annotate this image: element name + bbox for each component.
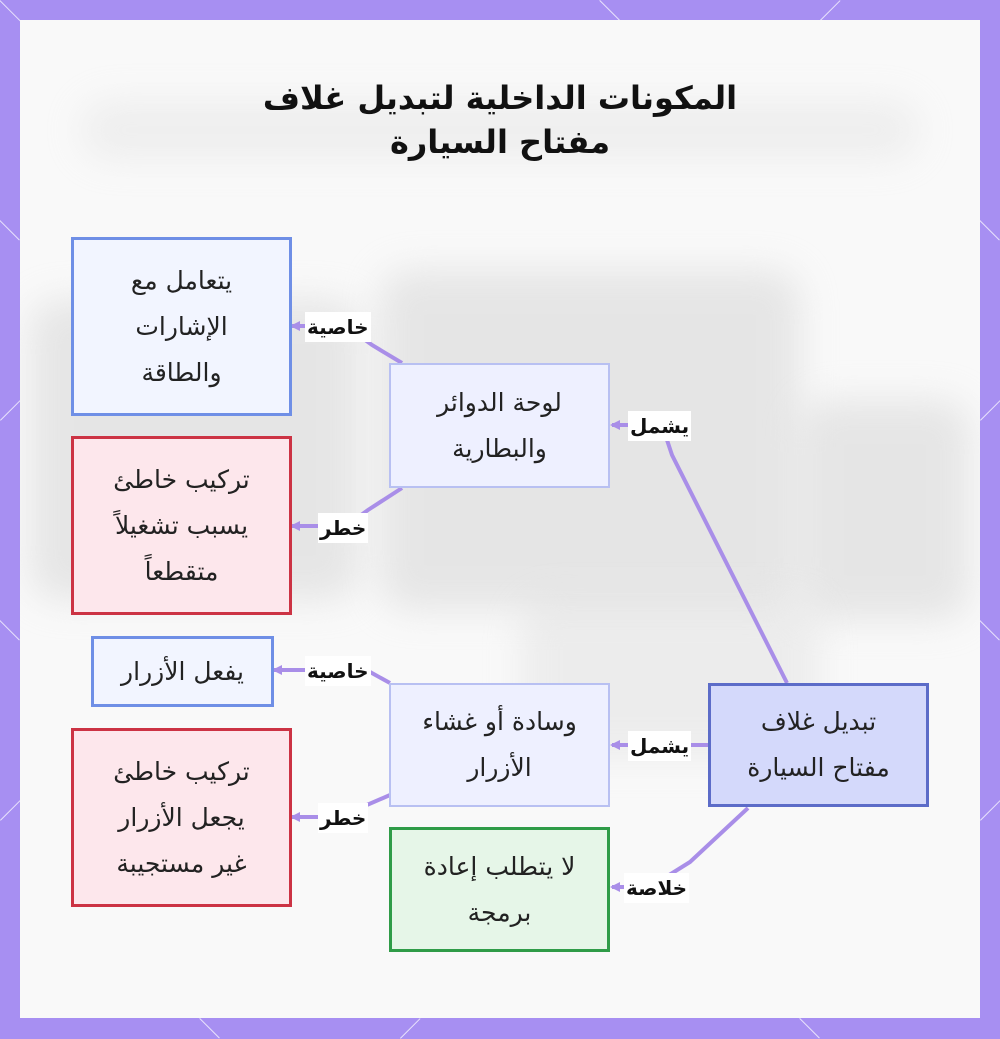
node-pad-line-1: وسادة أو غشاء xyxy=(422,699,577,745)
node-summary: لا يتطلب إعادة برمجة xyxy=(389,827,610,952)
node-pad-feature-line-1: يفعل الأزرار xyxy=(121,649,244,695)
node-root: تبديل غلاف مفتاح السيارة xyxy=(708,683,929,807)
node-pad-risk-line-3: غير مستجيبة xyxy=(116,841,246,887)
node-summary-line-2: برمجة xyxy=(468,890,532,936)
node-summary-line-1: لا يتطلب إعادة xyxy=(424,844,576,890)
edge-label-root-board: يشمل xyxy=(628,411,691,441)
node-pad-risk-line-2: يجعل الأزرار xyxy=(118,795,244,841)
edge-label-pad-risk: خطر xyxy=(318,803,368,833)
edge-label-root-pad: يشمل xyxy=(628,731,691,761)
edge-label-pad-feature: خاصية xyxy=(305,656,371,686)
title-line-1: المكونات الداخلية لتبديل غلاف xyxy=(0,76,1000,120)
edge-root-board xyxy=(612,425,787,683)
diagram-title: المكونات الداخلية لتبديل غلاف مفتاح السي… xyxy=(0,76,1000,164)
edge-label-board-risk: خطر xyxy=(318,513,368,543)
edge-label-board-feature: خاصية xyxy=(305,312,371,342)
node-board-line-2: والبطارية xyxy=(452,426,547,472)
title-line-2: مفتاح السيارة xyxy=(0,120,1000,164)
node-board-feature-line-1: يتعامل مع xyxy=(131,258,232,304)
node-button-pad: وسادة أو غشاء الأزرار xyxy=(389,683,610,807)
node-board-risk-line-2: يسبب تشغيلاً xyxy=(115,503,248,549)
node-board-line-1: لوحة الدوائر xyxy=(437,380,562,426)
node-board-feature: يتعامل مع الإشارات والطاقة xyxy=(71,237,292,416)
node-pad-feature: يفعل الأزرار xyxy=(91,636,274,707)
node-board-risk-line-3: متقطعاً xyxy=(145,549,219,595)
node-board-risk: تركيب خاطئ يسبب تشغيلاً متقطعاً xyxy=(71,436,292,615)
node-board-feature-line-2: الإشارات xyxy=(135,304,227,350)
node-pad-risk-line-1: تركيب خاطئ xyxy=(113,749,250,795)
node-board-feature-line-3: والطاقة xyxy=(141,350,221,396)
node-root-line-2: مفتاح السيارة xyxy=(747,745,889,791)
node-pad-line-2: الأزرار xyxy=(467,745,531,791)
node-circuit-board: لوحة الدوائر والبطارية xyxy=(389,363,610,488)
node-board-risk-line-1: تركيب خاطئ xyxy=(113,457,250,503)
node-pad-risk: تركيب خاطئ يجعل الأزرار غير مستجيبة xyxy=(71,728,292,907)
node-root-line-1: تبديل غلاف xyxy=(761,699,876,745)
edge-label-root-summary: خلاصة xyxy=(624,873,689,903)
